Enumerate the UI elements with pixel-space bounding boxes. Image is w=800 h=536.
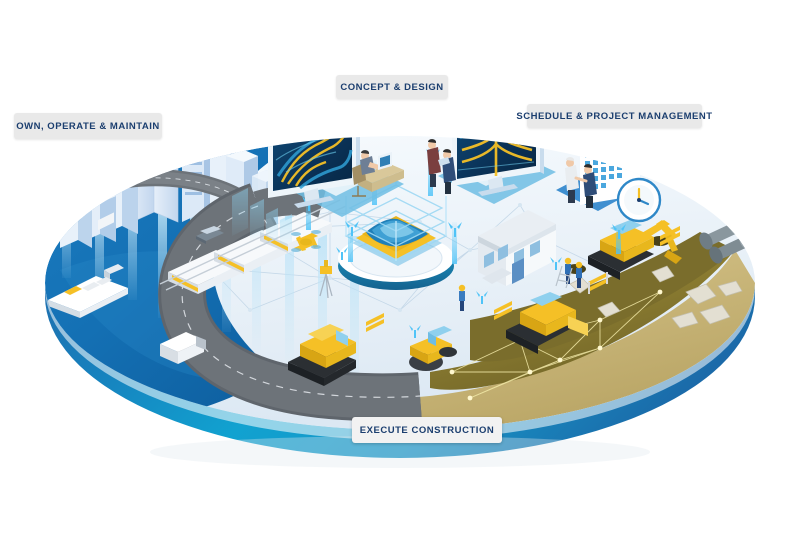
platform-rim [45,283,755,458]
design-monitor-right [438,136,556,204]
survey-tripod [319,260,333,299]
terrain-hologram-model [344,172,448,266]
traffic-barrier [494,301,512,320]
worker-figure [564,257,572,284]
glass-accents [232,188,292,248]
traffic-barrier [366,313,384,332]
worker-figure [575,261,583,288]
managers-handshake [565,157,597,208]
cargo-ship [48,212,128,318]
road-roller [409,326,457,371]
bulldozer [506,292,588,354]
rock-pile [569,265,743,329]
callout-concept-design[interactable]: CONCEPT & DESIGN [336,75,448,99]
car [196,226,224,244]
callout-execute-construction[interactable]: EXECUTE CONSTRUCTION [352,417,502,443]
designer-at-desk [352,150,404,197]
callout-schedule-project-management[interactable]: SCHEDULE & PROJECT MANAGEMENT [516,104,712,128]
traffic-barrier [588,272,608,294]
callout-own-operate-maintain[interactable]: OWN, OPERATE & MAINTAIN [14,113,162,139]
worker-ladder [555,265,573,289]
people-discussing [427,139,456,194]
asphalt-paver [288,324,356,386]
worker-figure [458,284,466,311]
survey-drone [291,230,321,252]
delivery-truck [160,332,206,364]
traffic-barrier [660,226,680,246]
clock [616,177,662,223]
site-trailer-office [478,210,556,286]
